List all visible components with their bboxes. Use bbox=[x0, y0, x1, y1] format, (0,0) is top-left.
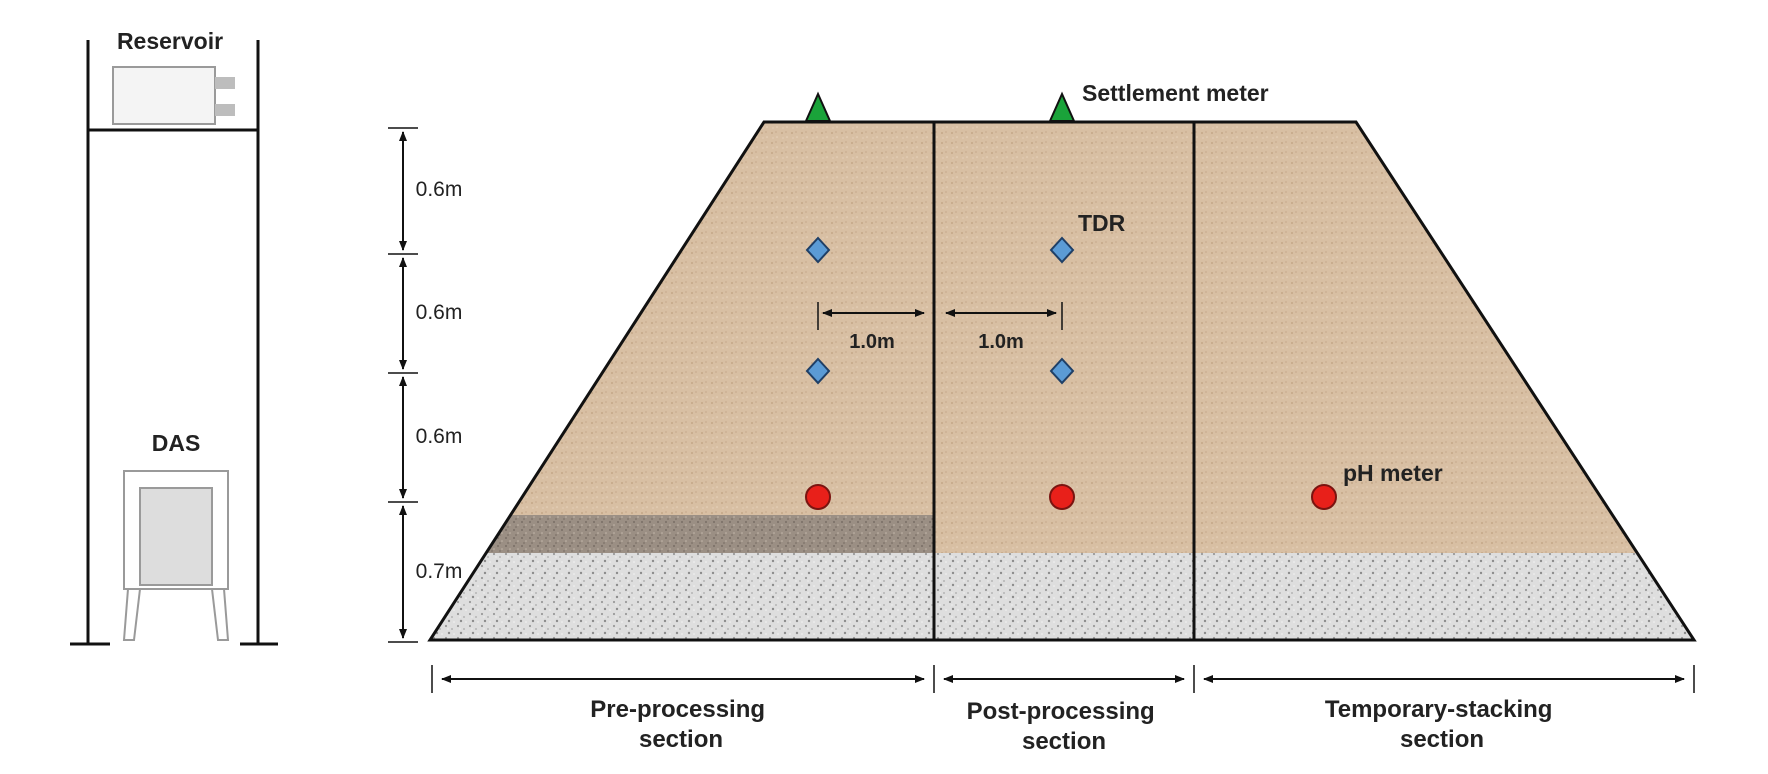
soil-layer bbox=[430, 122, 1694, 520]
reservoir-label: Reservoir bbox=[117, 28, 223, 54]
monitoring-frame bbox=[70, 40, 278, 646]
section-span-arrows bbox=[431, 665, 1695, 693]
section-label-pre-processing: Pre-processing section bbox=[590, 696, 771, 753]
gravel-base-layer bbox=[430, 553, 1694, 640]
layer-height-label-3: 0.6m bbox=[416, 425, 463, 448]
spacing-label-2: 1.0m bbox=[978, 331, 1024, 353]
layer-height-label-2: 0.6m bbox=[416, 301, 463, 324]
soil-transition bbox=[934, 515, 1694, 553]
embankment bbox=[427, 120, 1697, 642]
section-label-post-processing: Post-processing section bbox=[967, 698, 1162, 755]
layer-height-label-1: 0.6m bbox=[416, 178, 463, 201]
spacing-dimensions bbox=[817, 302, 1063, 330]
layer-height-dimensions bbox=[388, 127, 418, 643]
das-icon bbox=[122, 470, 230, 641]
das-label: DAS bbox=[152, 430, 201, 456]
spacing-label-1: 1.0m bbox=[849, 331, 895, 353]
settlement-meter-label: Settlement meter bbox=[1082, 80, 1269, 106]
embankment-outline bbox=[427, 120, 1697, 642]
settlement-meter-icon bbox=[804, 91, 1076, 122]
reservoir-icon bbox=[112, 66, 235, 125]
ph-meter-icon bbox=[805, 484, 1337, 510]
tdr-sensor-icon bbox=[805, 236, 1075, 385]
section-label-temporary-stacking: Temporary-stacking section bbox=[1325, 696, 1559, 753]
tdr-label: TDR bbox=[1078, 210, 1126, 236]
layer-height-label-4: 0.7m bbox=[416, 560, 463, 583]
mixed-layer bbox=[430, 515, 934, 553]
ph-meter-label: pH meter bbox=[1343, 460, 1443, 486]
